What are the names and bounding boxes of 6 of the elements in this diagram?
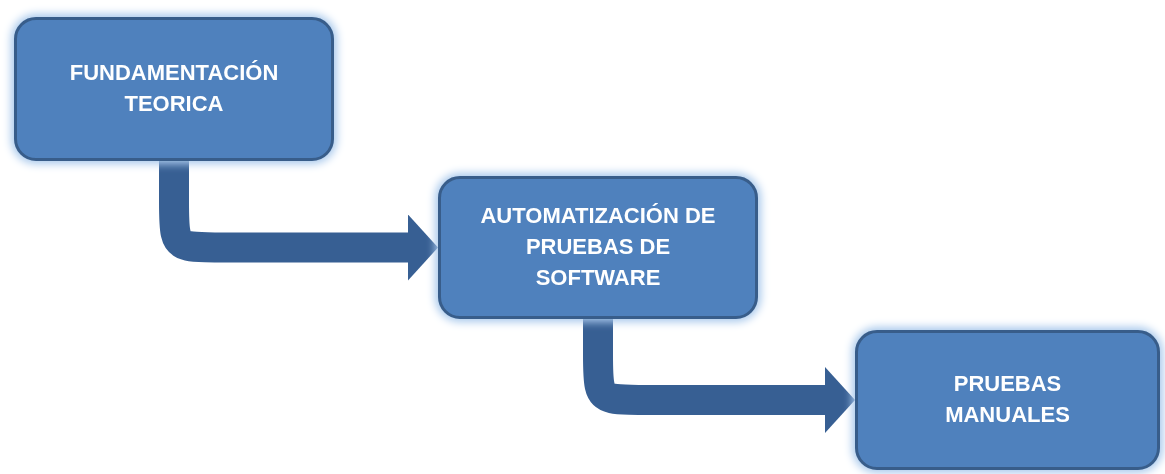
process-box — [438, 176, 758, 319]
box-label: AUTOMATIZACIÓN DE PRUEBAS DE SOFTWARE — [479, 202, 717, 292]
box-label: FUNDAMENTACIÓN TEORICA — [68, 59, 280, 118]
process-box — [855, 330, 1160, 470]
process-box — [14, 17, 334, 161]
box-label: PRUEBAS MANUALES — [944, 370, 1071, 429]
